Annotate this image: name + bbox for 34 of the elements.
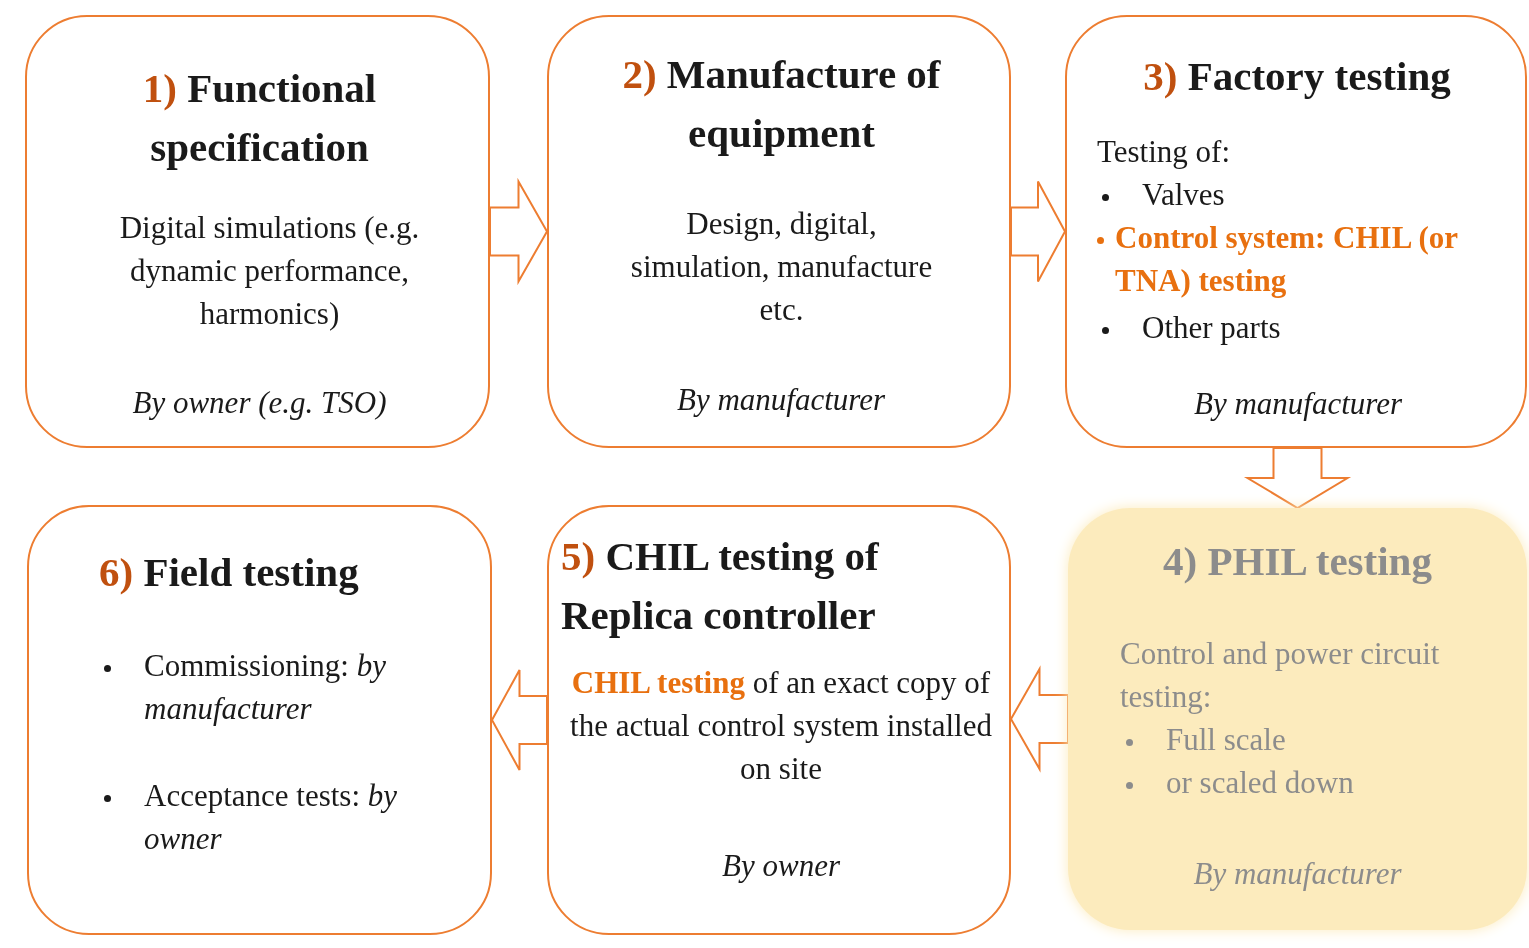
process-box xyxy=(547,505,1011,935)
body-text: CHIL testing of an exact copy of the actual control system installed on site xyxy=(570,665,992,786)
block-arrow xyxy=(1243,447,1352,510)
block-arrow xyxy=(490,669,548,771)
body-text: Design, digital, simulation, manufacture etc. xyxy=(630,206,933,327)
responsible-party: By owner xyxy=(722,848,840,883)
step-heading: 2) Manufacture of equipment xyxy=(622,51,941,157)
step-heading: 4) PHIL testing xyxy=(1163,538,1432,584)
block-arrow xyxy=(1010,180,1067,283)
body-text: Commissioning: by manufacturer xyxy=(144,648,386,726)
body-text: Digital simulations (e.g. dynamic performance, harmonics) xyxy=(119,210,420,331)
body-text: Valves xyxy=(1142,177,1225,212)
step-heading: 5) CHIL testing of Replica controller xyxy=(561,533,879,639)
block-arrow xyxy=(489,177,549,286)
body-text: Other parts xyxy=(1142,310,1281,345)
process-box xyxy=(1068,508,1527,930)
process-box xyxy=(27,505,492,935)
body-text: Acceptance tests: by owner xyxy=(144,778,398,856)
responsible-party: By manufacturer xyxy=(1193,386,1403,421)
process-box xyxy=(547,15,1011,448)
highlighted-text: Control system: CHIL (or TNA) testing xyxy=(1115,220,1458,298)
body-text: or scaled down xyxy=(1166,765,1354,800)
responsible-party: By manufacturer xyxy=(676,382,886,417)
body-text: Testing of: xyxy=(1097,134,1230,169)
process-box xyxy=(1065,15,1527,448)
process-box xyxy=(25,15,490,448)
step-heading: 1) Functional specification xyxy=(142,65,377,171)
step-heading: 3) Factory testing xyxy=(1143,53,1451,99)
block-arrow xyxy=(1009,665,1069,773)
step-heading: 6) Field testing xyxy=(99,549,359,595)
responsible-party: By owner (e.g. TSO) xyxy=(132,385,387,420)
body-text: Full scale xyxy=(1166,722,1286,757)
body-text: Control and power circuit testing: xyxy=(1120,636,1440,714)
responsible-party: By manufacturer xyxy=(1193,856,1402,891)
